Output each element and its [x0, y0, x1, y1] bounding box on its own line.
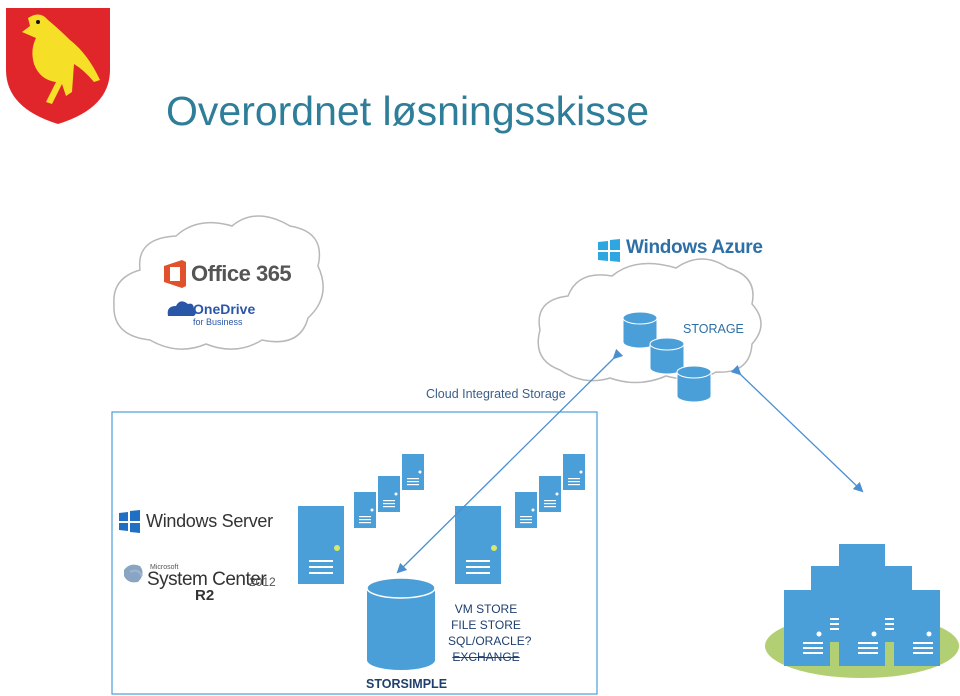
system-center-icon [124, 564, 143, 583]
storage-label: STORAGE [683, 322, 744, 336]
server-icon [378, 476, 400, 512]
onedrive-logo-text: OneDrive [193, 301, 256, 317]
office365-icon [164, 260, 186, 288]
windows-server-icon [119, 510, 140, 533]
server-icon [839, 590, 885, 666]
cloud-storage-arrow [396, 348, 624, 574]
windows-server-logo-text: Windows Server [146, 511, 273, 531]
sql-oracle-text: SQL/ORACLE? [448, 634, 532, 648]
cloud-integrated-storage-label: Cloud Integrated Storage [426, 387, 566, 401]
server-icon [784, 590, 830, 666]
server-icon [515, 492, 537, 528]
office365-logo-text: Office 365 [191, 261, 292, 286]
municipality-crest-icon [6, 8, 110, 124]
server-icon [402, 454, 424, 490]
branch-arrow [730, 364, 864, 493]
windows-azure-icon [598, 239, 620, 262]
file-store-text: FILE STORE [451, 618, 521, 632]
server-icon [354, 492, 376, 528]
on-premises-box [111, 411, 598, 695]
server-icon [455, 506, 501, 584]
store-list: VM STORE FILE STORE SQL/ORACLE? EXCHANGE [448, 601, 532, 665]
storsimple-cylinder-icon [366, 577, 436, 670]
onedrive-logo-subtext: for Business [193, 317, 243, 327]
storsimple-label: STORSIMPLE [366, 677, 448, 691]
system-center-r2-text: R2 [195, 587, 215, 604]
onedrive-icon [167, 301, 196, 316]
server-icon [298, 506, 344, 584]
system-center-logo-text: System Center [147, 569, 267, 590]
remote-site-group [765, 544, 959, 678]
exchange-text: EXCHANGE [452, 650, 520, 664]
vm-store-text: VM STORE [454, 602, 518, 616]
server-icon [539, 476, 561, 512]
office365-cloud [113, 215, 324, 350]
system-center-vendor-text: Microsoft [150, 564, 179, 571]
slide-title: Overordnet løsningsskisse [166, 88, 650, 134]
server-icon [894, 590, 940, 666]
windows-azure-logo-text: Windows Azure [626, 237, 763, 258]
storage-database-icon [649, 337, 685, 375]
system-center-year-text: 2012 [249, 575, 276, 589]
server-icon [563, 454, 585, 490]
storage-database-icon [676, 365, 712, 403]
